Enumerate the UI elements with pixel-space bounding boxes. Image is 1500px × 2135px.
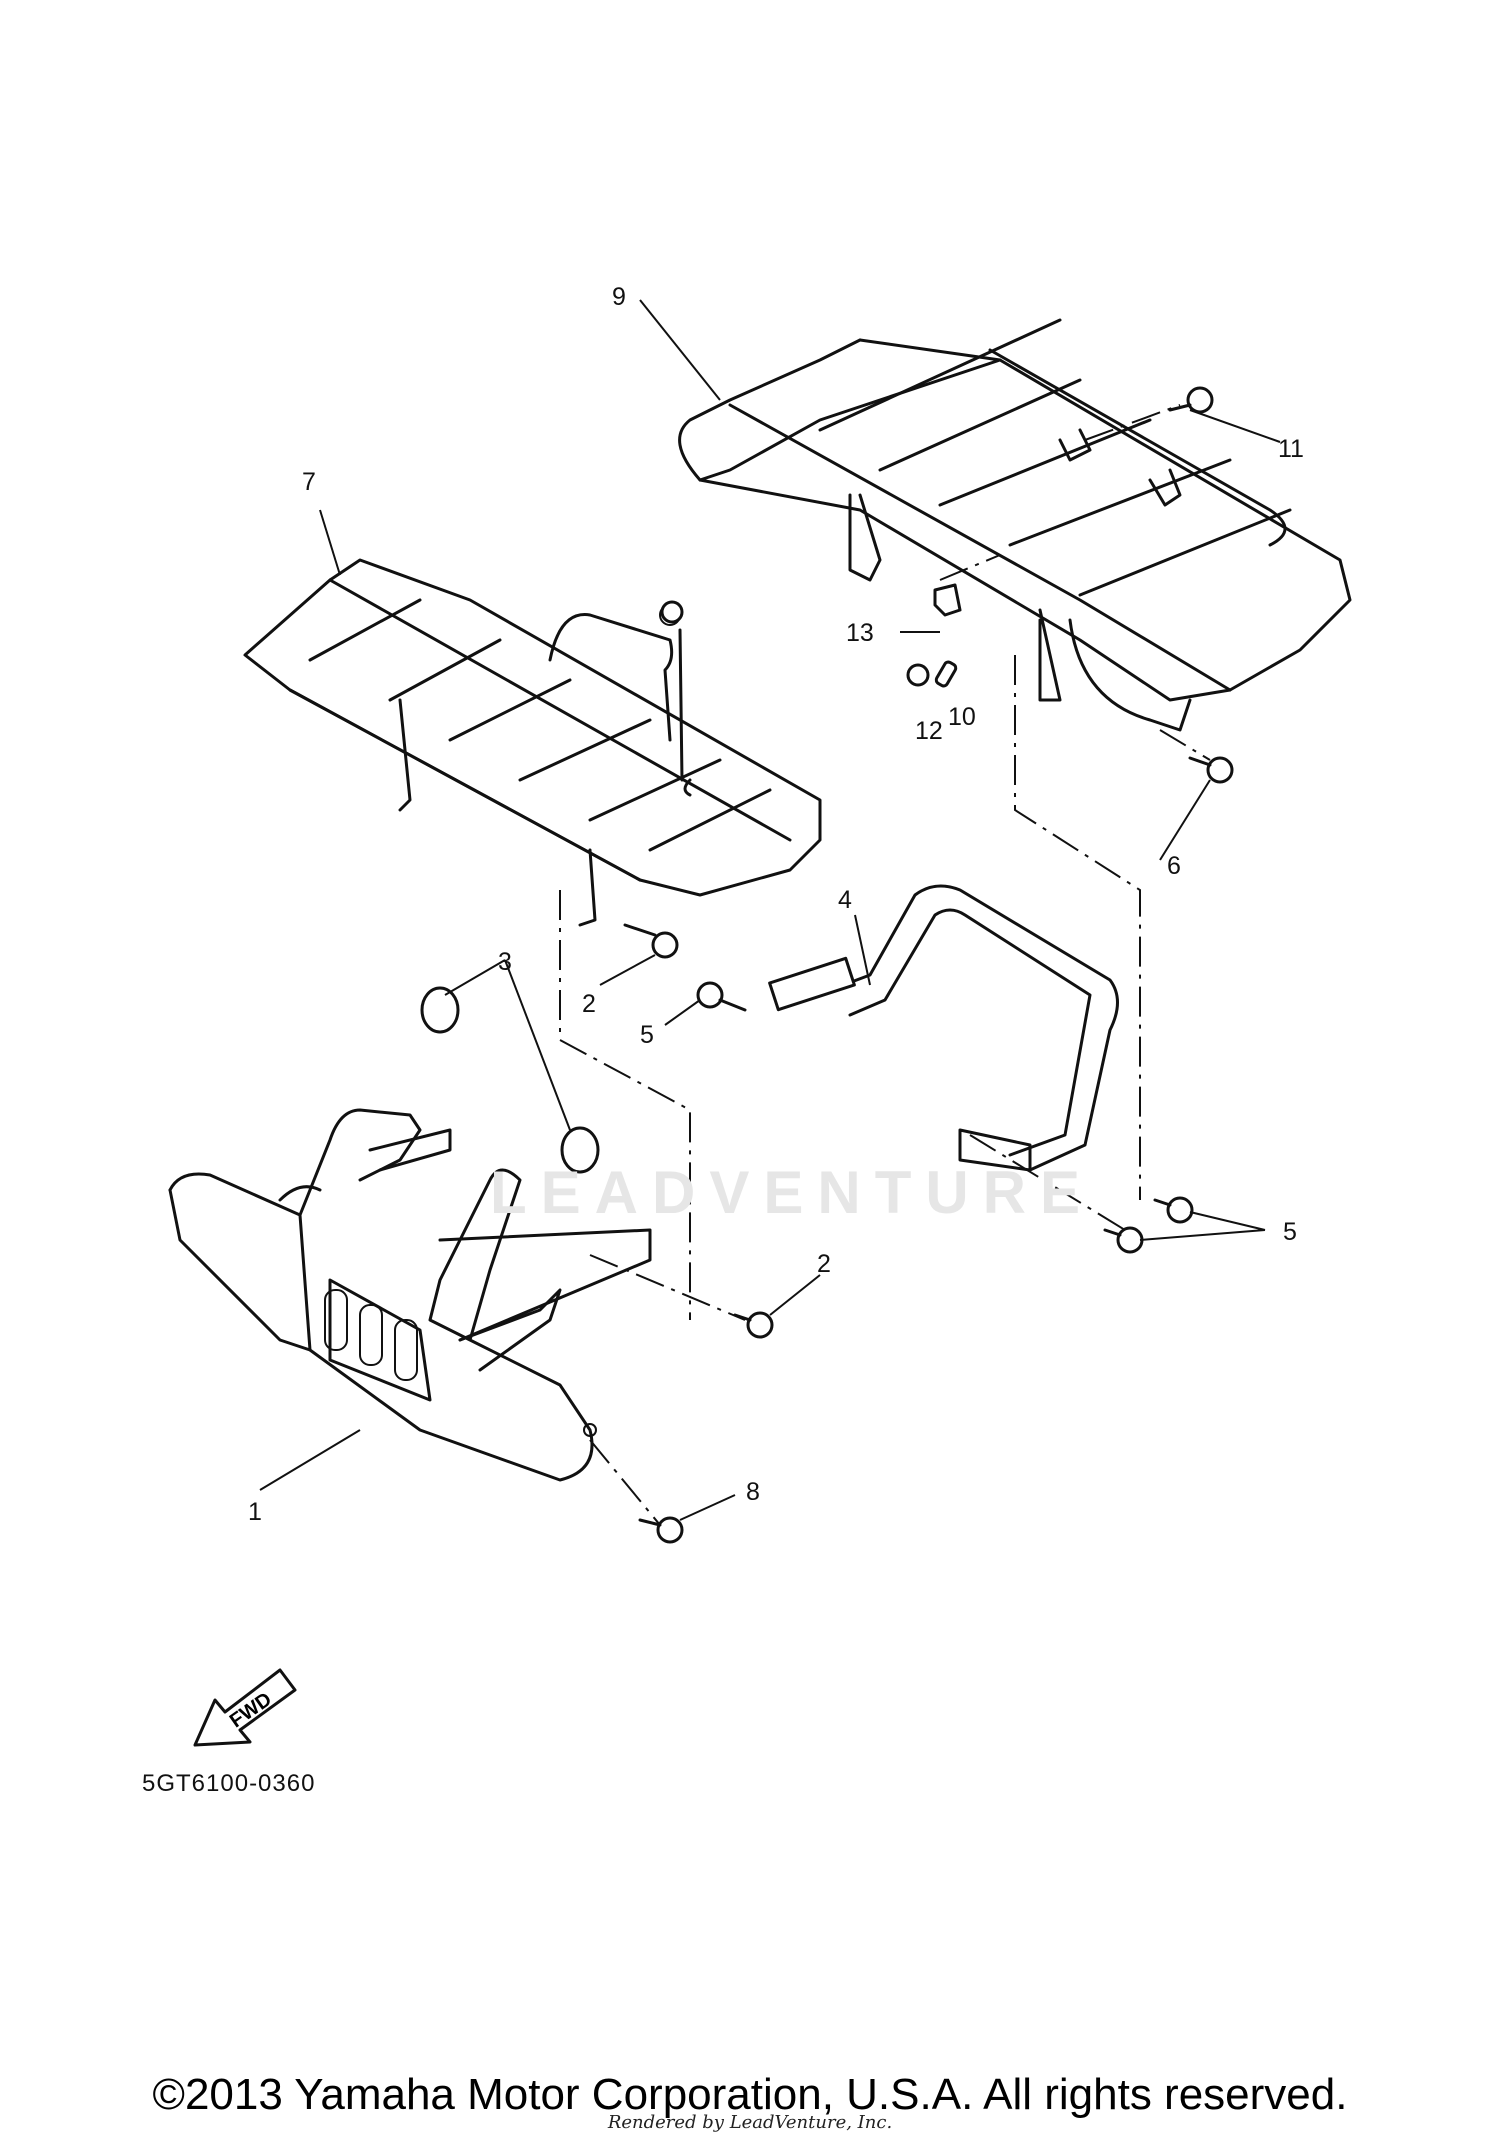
center-guard [768, 884, 1119, 1172]
bolt-center [660, 600, 684, 624]
bolts [623, 386, 1234, 1544]
clip-13 [933, 583, 962, 617]
copyright-notice: ©2013 Yamaha Motor Corporation, U.S.A. A… [152, 2070, 1348, 2119]
bolt-2-upper [623, 923, 679, 959]
collars [420, 986, 600, 1174]
leader-lines [259, 299, 1281, 1521]
callout-6: 6 [1167, 852, 1181, 880]
callout-2-lower: 2 [817, 1250, 831, 1278]
bolt-5-lower-b [1103, 1226, 1144, 1254]
fwd-arrow-icon: FWD [193, 1668, 297, 1747]
watermark: LEADVENTURE [490, 1159, 1095, 1226]
diagram-code: 5GT6100-0360 [142, 1770, 316, 1797]
callout-12: 12 [915, 717, 943, 745]
callout-4: 4 [838, 886, 852, 914]
nut-12 [906, 663, 930, 687]
callout-5-upper: 5 [640, 1021, 654, 1049]
bolt-5-upper [696, 981, 747, 1012]
middle-carrier [243, 558, 822, 927]
callout-7: 7 [302, 468, 316, 496]
callout-11: 11 [1278, 435, 1304, 463]
rendered-by: Rendered by LeadVenture, Inc. [607, 2112, 893, 2133]
callout-3: 3 [498, 948, 512, 976]
callout-1: 1 [248, 1498, 262, 1526]
callout-10: 10 [948, 703, 976, 731]
assembly-lines [559, 404, 1211, 1526]
front-bumper [168, 1108, 652, 1482]
bolt-8 [638, 1516, 684, 1544]
bolt-11 [1168, 386, 1214, 414]
rear-carrier [678, 318, 1352, 732]
bolt-6 [1188, 756, 1234, 784]
callout-13: 13 [846, 619, 874, 647]
bolt-5-lower-a [1153, 1196, 1194, 1224]
callout-8: 8 [746, 1478, 760, 1506]
callout-9: 9 [612, 283, 626, 311]
pin-10 [934, 660, 958, 688]
callout-5-lower: 5 [1283, 1218, 1297, 1246]
callout-2-upper: 2 [582, 990, 596, 1018]
bolt-2-lower [733, 1311, 774, 1339]
